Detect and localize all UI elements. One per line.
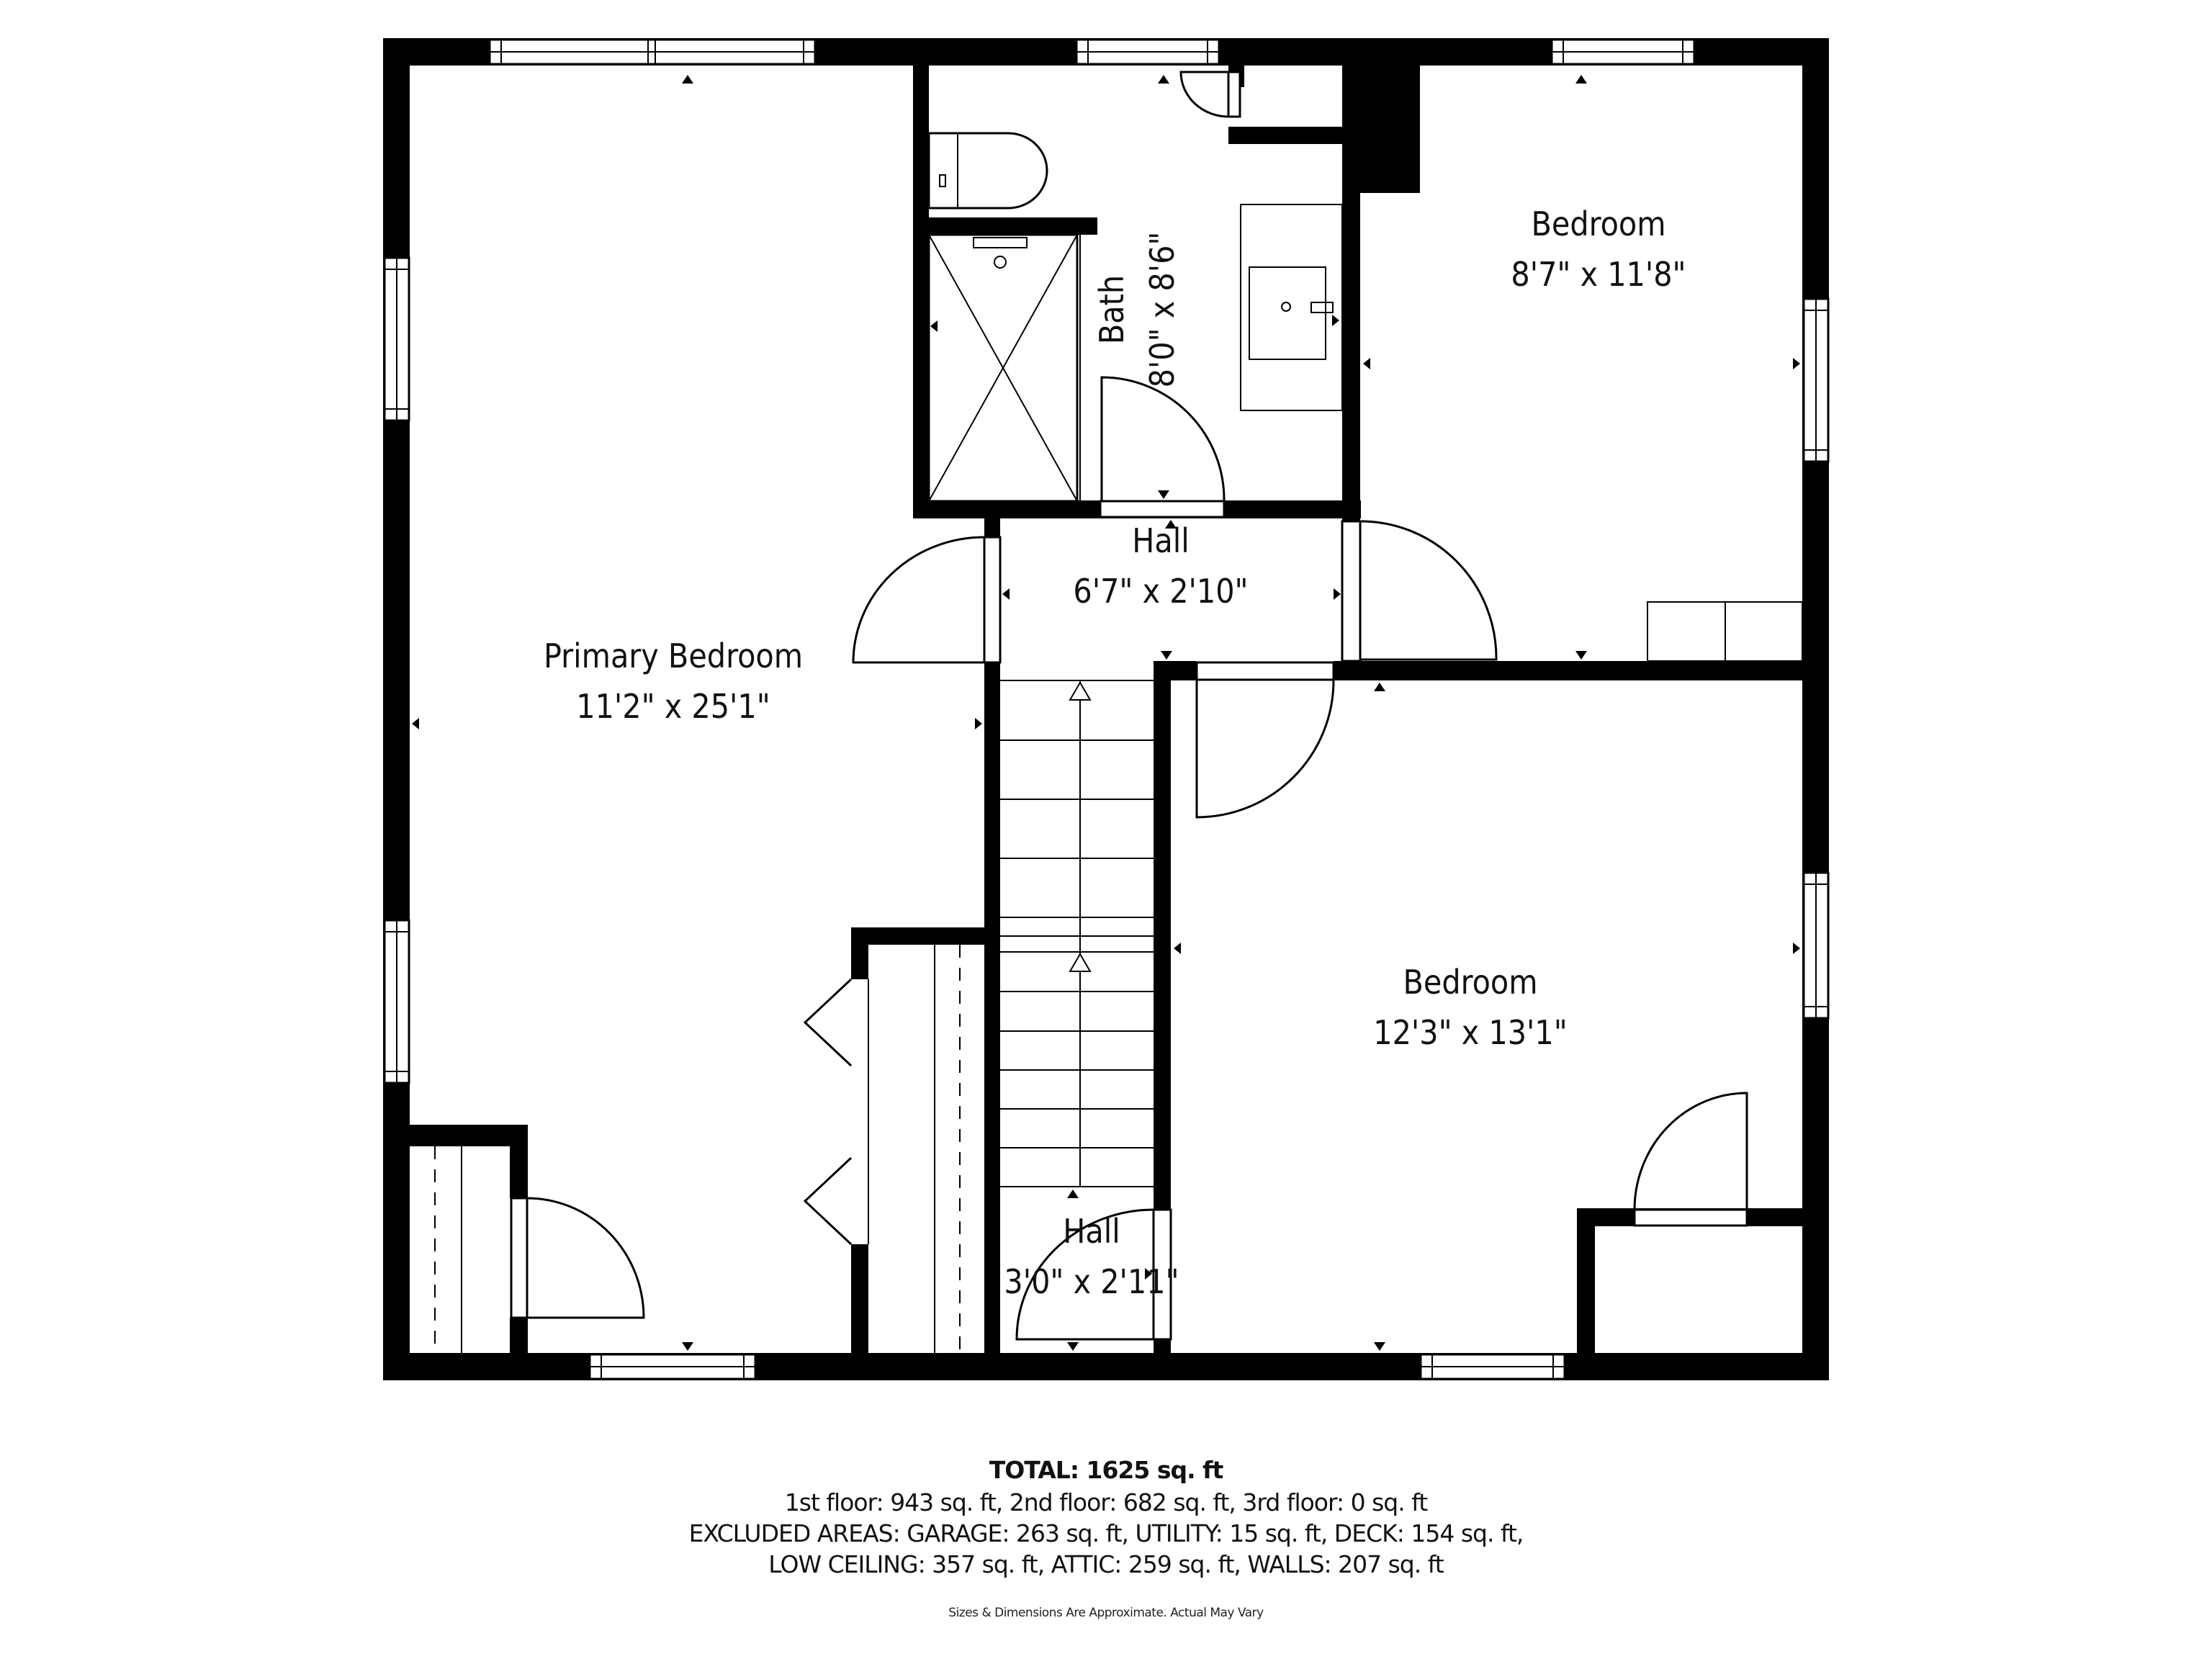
fixtures bbox=[434, 132, 1803, 1353]
room-name-bedroom-2: Bedroom bbox=[1403, 963, 1537, 1002]
room-dims-hall-2: 3'0" x 2'11" bbox=[1004, 1262, 1179, 1301]
interior-walls bbox=[383, 63, 1829, 1380]
disclaimer: Sizes & Dimensions Are Approximate. Actu… bbox=[948, 1606, 1264, 1620]
room-name-bedroom-1: Bedroom bbox=[1531, 204, 1665, 243]
sink-icon bbox=[1240, 204, 1343, 411]
room-dims-bedroom-1: 8'7" x 11'8" bbox=[1511, 255, 1686, 294]
room-dims-hall-1: 6'7" x 2'10" bbox=[1073, 572, 1248, 611]
closet-shelf-icon-2 bbox=[934, 945, 961, 1353]
total-area: TOTAL: 1625 sq. ft bbox=[989, 1456, 1224, 1484]
doors bbox=[510, 71, 1748, 1341]
stairs bbox=[1000, 680, 1154, 1187]
room-dims-primary-bedroom: 11'2" x 25'1" bbox=[576, 687, 770, 726]
room-name-hall-2: Hall bbox=[1063, 1212, 1120, 1251]
dimension-markers bbox=[412, 75, 1800, 1351]
floor-areas: 1st floor: 943 sq. ft, 2nd floor: 682 sq… bbox=[784, 1488, 1428, 1516]
room-labels: Primary Bedroom 11'2" x 25'1" Bath 8'0" … bbox=[544, 204, 1686, 1301]
room-name-primary-bedroom: Primary Bedroom bbox=[544, 637, 803, 675]
room-name-hall-1: Hall bbox=[1132, 521, 1190, 560]
room-name-bath: Bath bbox=[1092, 275, 1131, 344]
windows bbox=[383, 38, 1830, 1380]
storage-icon bbox=[1647, 601, 1803, 662]
toilet-icon bbox=[927, 132, 1048, 210]
excluded-areas-line-2: LOW CEILING: 357 sq. ft, ATTIC: 259 sq. … bbox=[768, 1550, 1444, 1578]
room-dims-bedroom-2: 12'3" x 13'1" bbox=[1373, 1013, 1568, 1052]
excluded-areas-line-1: EXCLUDED AREAS: GARAGE: 263 sq. ft, UTIL… bbox=[688, 1519, 1524, 1547]
shower-icon bbox=[927, 233, 1081, 503]
stair-arrow-icon bbox=[1069, 681, 1092, 701]
closet-shelf-icon bbox=[434, 1146, 462, 1353]
room-dims-bath: 8'0" x 8'6" bbox=[1143, 232, 1182, 388]
stair-arrow-icon-2 bbox=[1069, 953, 1092, 972]
